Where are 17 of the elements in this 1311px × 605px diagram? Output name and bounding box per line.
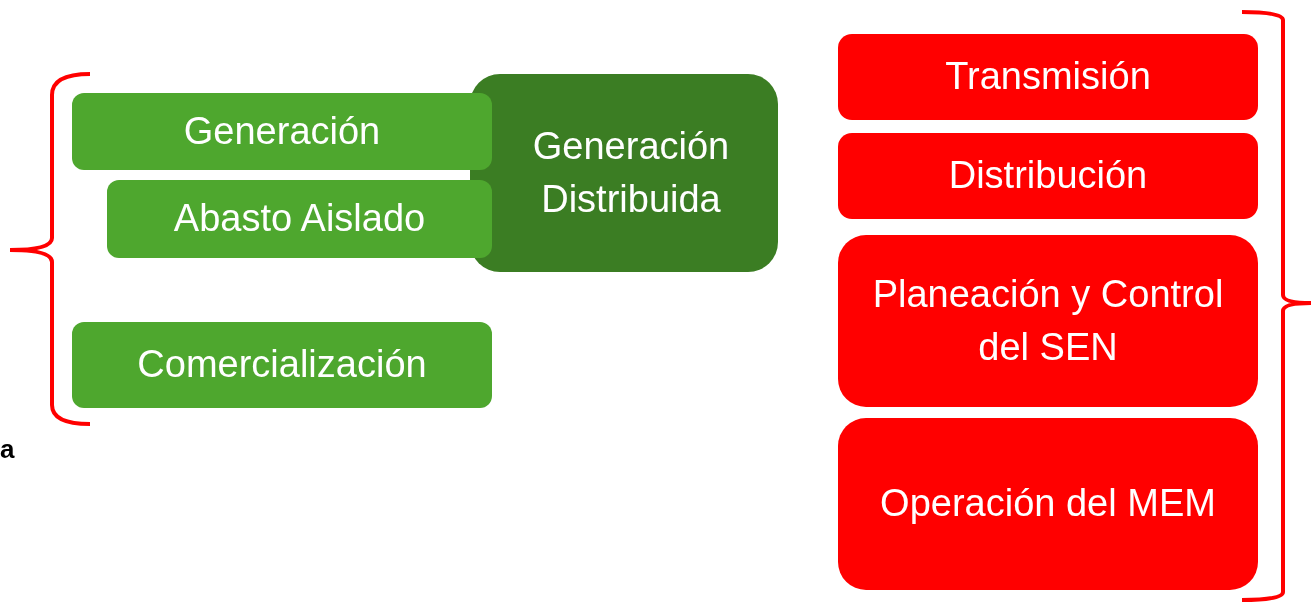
process-box (107, 180, 492, 258)
process-box (838, 418, 1258, 590)
box-label: Generación (183, 108, 381, 154)
box-label: Planeación y Control del SEN (871, 271, 1225, 370)
box-label: Generación Distribuida (531, 123, 731, 222)
process-box (838, 133, 1258, 219)
process-box (470, 74, 778, 272)
box-label: Distribución (948, 153, 1148, 199)
process-box (72, 93, 492, 170)
box-label: Abasto Aislado (173, 196, 426, 242)
box-label: Comercialización (137, 342, 427, 388)
box-label: Operación del MEM (880, 481, 1216, 527)
process-box (838, 235, 1258, 407)
note-text: a (0, 436, 15, 462)
process-box (72, 322, 492, 408)
process-box (838, 34, 1258, 120)
box-label: Transmisión (945, 54, 1151, 100)
